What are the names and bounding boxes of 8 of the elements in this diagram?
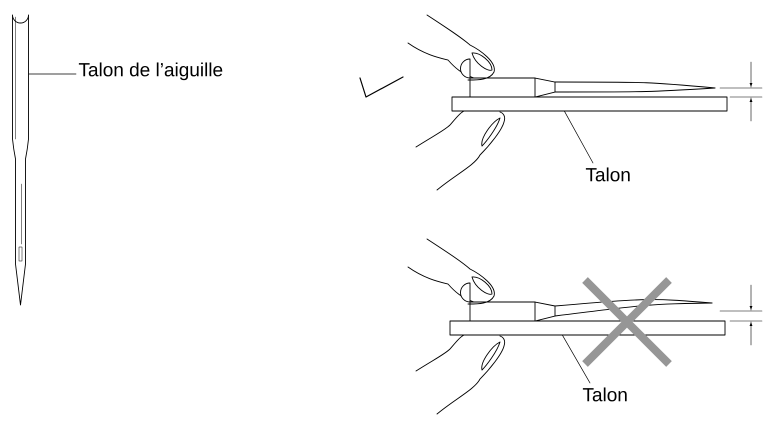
plate xyxy=(450,320,726,336)
part-label: Talon xyxy=(586,167,630,182)
leader-line xyxy=(562,335,590,384)
needle-drawing xyxy=(12,14,29,306)
part-label: Talon xyxy=(582,387,627,402)
part-label: Talon de l’aiguille xyxy=(78,62,222,80)
leader-line xyxy=(564,111,594,164)
plate xyxy=(452,96,728,112)
